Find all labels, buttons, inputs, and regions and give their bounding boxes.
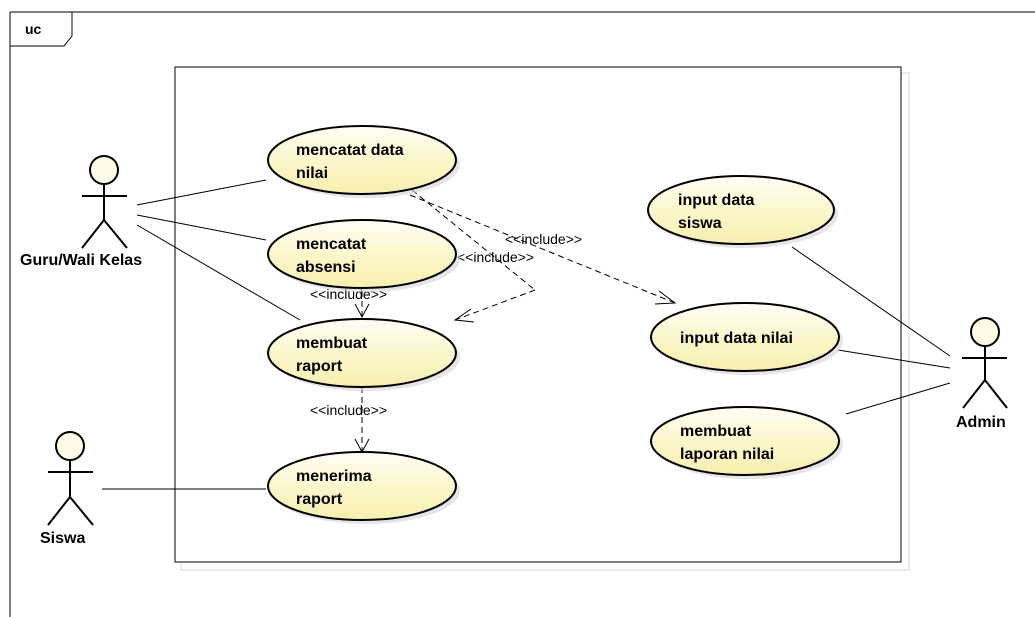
associations	[102, 179, 951, 490]
use-case-label: membuat	[680, 423, 752, 440]
use-case-membuat-laporan-nilai[interactable]: membuat laporan nilai	[650, 406, 843, 479]
use-case-input-data-siswa[interactable]: input data siswa	[647, 175, 838, 248]
uc-frame: uc	[9, 11, 1035, 617]
actor-guru-wali-kelas[interactable]: Guru/Wali Kelas	[20, 155, 142, 269]
actor-label: Siswa	[40, 530, 85, 547]
use-case-label: raport	[296, 491, 343, 508]
use-case-label: menerima	[296, 468, 372, 485]
use-case-label: mencatat	[296, 236, 367, 253]
use-case-label: input data nilai	[680, 330, 793, 347]
assoc-admin-input-nilai	[837, 349, 951, 369]
frame-tag: uc	[25, 21, 42, 37]
assoc-admin-laporan-nilai	[845, 382, 951, 415]
assoc-guru-mencatat-nilai	[136, 179, 267, 206]
use-case-menerima-raport[interactable]: menerima raport	[267, 451, 460, 524]
actor-admin[interactable]: Admin	[956, 317, 1008, 431]
actor-label: Guru/Wali Kelas	[20, 252, 142, 269]
use-case-input-data-nilai[interactable]: input data nilai	[650, 302, 843, 375]
use-case-label: mencatat data	[296, 142, 404, 159]
include-label-2: <<include>>	[457, 249, 534, 265]
use-case-label: input data	[678, 192, 755, 209]
include-absensi-to-raport	[354, 291, 370, 319]
use-case-label: nilai	[296, 165, 328, 182]
assoc-admin-input-siswa	[791, 246, 951, 357]
use-case-mencatat-nilai[interactable]: mencatat data nilai	[267, 125, 460, 198]
use-case-label: siswa	[678, 215, 722, 232]
use-case-mencatat-absensi[interactable]: mencatat absensi	[267, 219, 460, 292]
include-label-4: <<include>>	[310, 402, 387, 418]
assoc-guru-mencatat-absensi	[136, 214, 267, 241]
stick-figure-icon	[81, 155, 128, 249]
stick-figure-icon	[47, 431, 94, 526]
include-labels: <<include>> <<include>> <<include>> <<in…	[310, 231, 582, 418]
actor-label: Admin	[956, 414, 1006, 431]
use-case-label: absensi	[296, 259, 356, 276]
stick-figure-icon	[962, 317, 1008, 409]
include-label-1: <<include>>	[505, 231, 582, 247]
include-nilai-to-raport	[411, 189, 536, 323]
actor-siswa[interactable]: Siswa	[40, 431, 94, 547]
use-case-label: laporan nilai	[680, 446, 774, 463]
use-case-membuat-raport[interactable]: membuat raport	[267, 318, 460, 391]
use-case-label: raport	[296, 358, 343, 375]
include-nilai-to-input-nilai	[409, 194, 677, 305]
use-case-label: membuat	[296, 335, 368, 352]
assoc-guru-membuat-raport	[136, 224, 301, 321]
